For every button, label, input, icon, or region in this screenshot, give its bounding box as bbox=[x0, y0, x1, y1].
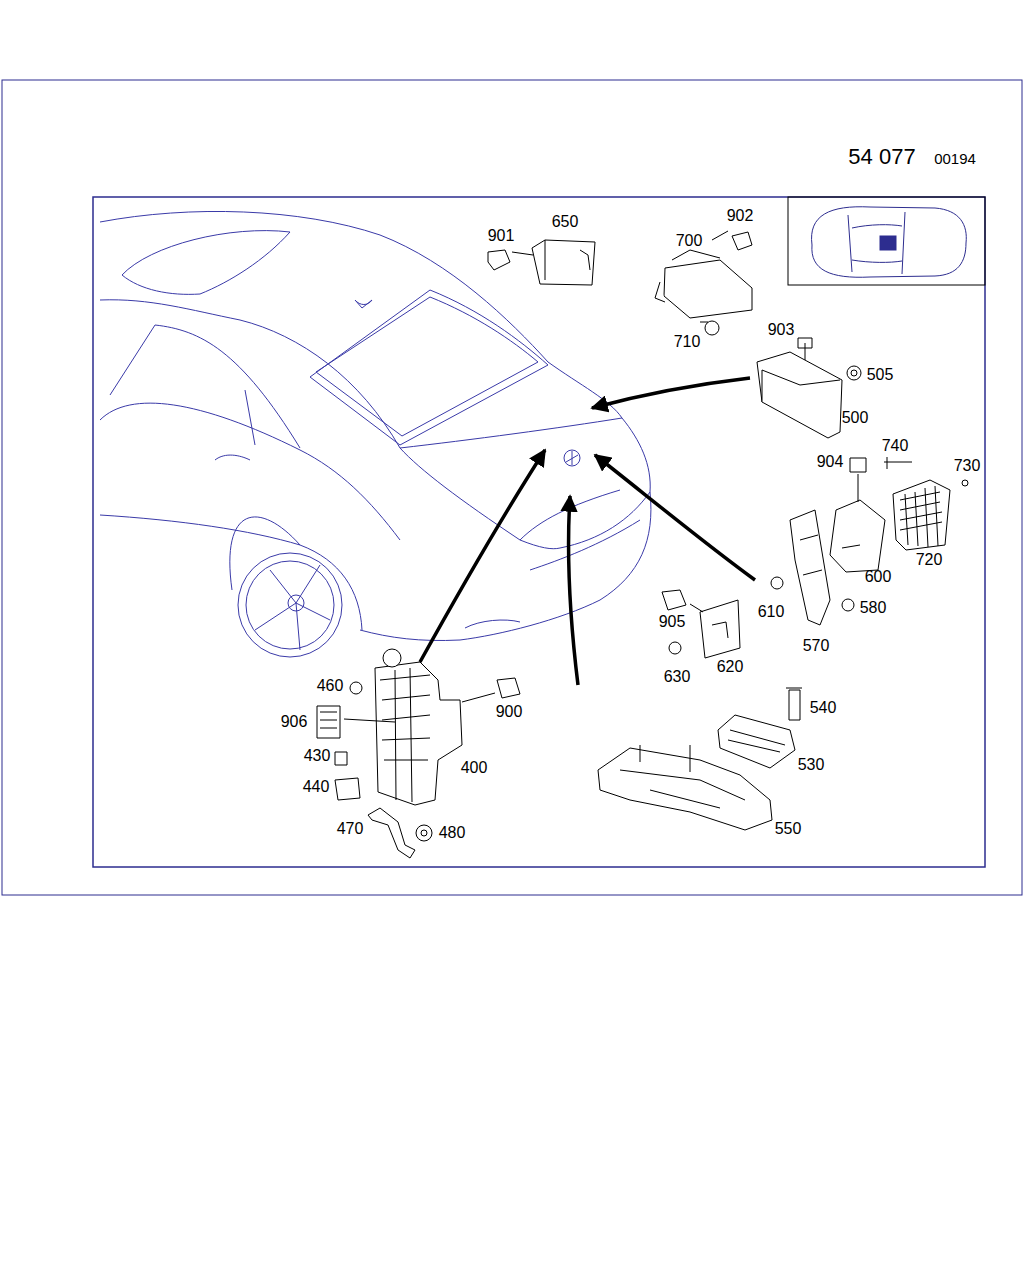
callout-number: 902 bbox=[727, 208, 754, 224]
part-sketches bbox=[317, 232, 968, 858]
callout-number: 540 bbox=[810, 700, 837, 716]
callout-number: 650 bbox=[552, 214, 579, 230]
callout-number: 570 bbox=[803, 638, 830, 654]
callout-number: 700 bbox=[676, 233, 703, 249]
callout-number: 500 bbox=[842, 410, 869, 426]
drawing-frame bbox=[93, 197, 985, 867]
callout-number: 550 bbox=[775, 821, 802, 837]
callout-number: 505 bbox=[867, 367, 894, 383]
callout-number: 430 bbox=[304, 748, 331, 764]
callout-number: 600 bbox=[865, 569, 892, 585]
callout-number: 904 bbox=[817, 454, 844, 470]
outer-frame bbox=[2, 80, 1022, 895]
callout-number: 900 bbox=[496, 704, 523, 720]
callout-number: 901 bbox=[488, 228, 515, 244]
callout-number: 730 bbox=[954, 458, 981, 474]
callout-number: 580 bbox=[860, 600, 887, 616]
callout-number: 620 bbox=[717, 659, 744, 675]
callout-number: 740 bbox=[882, 438, 909, 454]
callout-number: 530 bbox=[798, 757, 825, 773]
callout-number: 903 bbox=[768, 322, 795, 338]
callout-number: 905 bbox=[659, 614, 686, 630]
callout-number: 400 bbox=[461, 760, 488, 776]
callout-number: 610 bbox=[758, 604, 785, 620]
inset-car bbox=[812, 207, 967, 278]
callout-number: 630 bbox=[664, 669, 691, 685]
callout-number: 710 bbox=[674, 334, 701, 350]
location-arrow bbox=[420, 378, 755, 685]
callout-number: 440 bbox=[303, 779, 330, 795]
inset-frame bbox=[788, 197, 985, 285]
callout-number: 470 bbox=[337, 821, 364, 837]
callout-number: 460 bbox=[317, 678, 344, 694]
callout-number: 480 bbox=[439, 825, 466, 841]
figure-number: 54 077 bbox=[848, 146, 915, 168]
leader-line bbox=[344, 231, 888, 722]
callout-number: 906 bbox=[281, 714, 308, 730]
callout-number: 720 bbox=[916, 552, 943, 568]
figure-number: 00194 bbox=[934, 151, 976, 166]
